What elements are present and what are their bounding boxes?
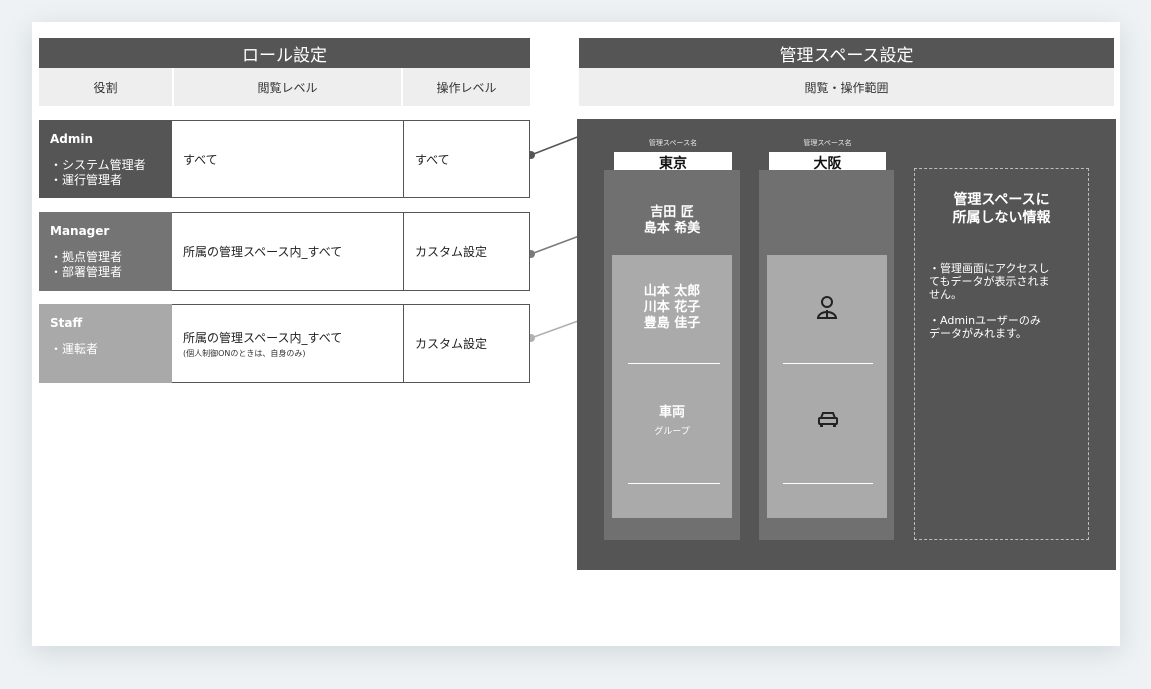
person-icon [816, 296, 838, 319]
admin-view-text: すべて [183, 152, 218, 167]
space-tokyo-managers: 吉田 匠 島本 希美 [643, 205, 701, 236]
unassigned-info-box [914, 168, 1089, 540]
space-osaka-separator-1 [783, 363, 873, 364]
manager-view-level: 所属の管理スペース内_すべて [172, 212, 403, 291]
space-osaka-label: 管理スペース名 [803, 139, 852, 147]
space-tokyo-name: 東京 [614, 152, 732, 174]
role-staff-members: ・運転者 [50, 342, 99, 356]
role-manager-name: Manager [50, 224, 110, 238]
car-icon [818, 412, 838, 427]
staff-view-note: (個人制御ONのときは、自身のみ) [183, 348, 306, 358]
space-osaka-name: 大阪 [769, 152, 886, 174]
admin-operation-text: すべて [415, 152, 450, 167]
role-admin: Admin ・システム管理者 ・運行管理者 [39, 120, 172, 198]
space-settings-subheader: 閲覧・操作範囲 [579, 68, 1114, 106]
column-header-view-level: 閲覧レベル [174, 68, 401, 106]
space-osaka-inner [767, 255, 887, 518]
space-tokyo-separator-2 [628, 483, 720, 484]
space-osaka-separator-2 [783, 483, 873, 484]
role-manager: Manager ・拠点管理者 ・部署管理者 [39, 212, 172, 291]
staff-view-text: 所属の管理スペース内_すべて [183, 330, 343, 345]
space-settings-title: 管理スペース設定 [579, 38, 1114, 68]
role-admin-members: ・システム管理者 ・運行管理者 [50, 158, 146, 187]
manager-operation-level: カスタム設定 [403, 212, 530, 291]
staff-operation-text: カスタム設定 [415, 337, 488, 351]
space-tokyo-label: 管理スペース名 [648, 139, 698, 147]
space-tokyo-vehicle: 車両 [658, 405, 685, 420]
manager-view-text: 所属の管理スペース内_すべて [183, 245, 343, 259]
manager-operation-text: カスタム設定 [415, 245, 488, 259]
admin-view-level: すべて [172, 120, 403, 198]
space-tokyo-inner [612, 255, 732, 518]
role-staff-name: Staff [50, 316, 83, 330]
role-staff: Staff ・運転者 [39, 304, 172, 383]
role-settings-title: ロール設定 [39, 38, 530, 68]
admin-operation-level: すべて [403, 120, 530, 198]
space-tokyo-vehicle-sub: グループ [654, 427, 690, 437]
role-admin-name: Admin [50, 132, 94, 146]
column-header-role: 役割 [39, 68, 172, 106]
space-tokyo-members: 山本 太郎 川本 花子 豊島 佳子 [643, 284, 701, 331]
staff-view-level: 所属の管理スペース内_すべて (個人制御ONのときは、自身のみ) [172, 304, 403, 383]
staff-operation-level: カスタム設定 [403, 304, 530, 383]
space-tokyo-separator-1 [628, 363, 720, 364]
connector-admin [530, 135, 581, 156]
role-manager-members: ・拠点管理者 ・部署管理者 [50, 250, 123, 279]
column-header-operation-level: 操作レベル [403, 68, 530, 106]
unassigned-info-body: ・管理画面にアクセスし てもデータが表示されま せん。 ・Adminユーザーのみ… [929, 262, 1050, 340]
unassigned-info-title: 管理スペースに 所属しない情報 [952, 192, 1051, 226]
